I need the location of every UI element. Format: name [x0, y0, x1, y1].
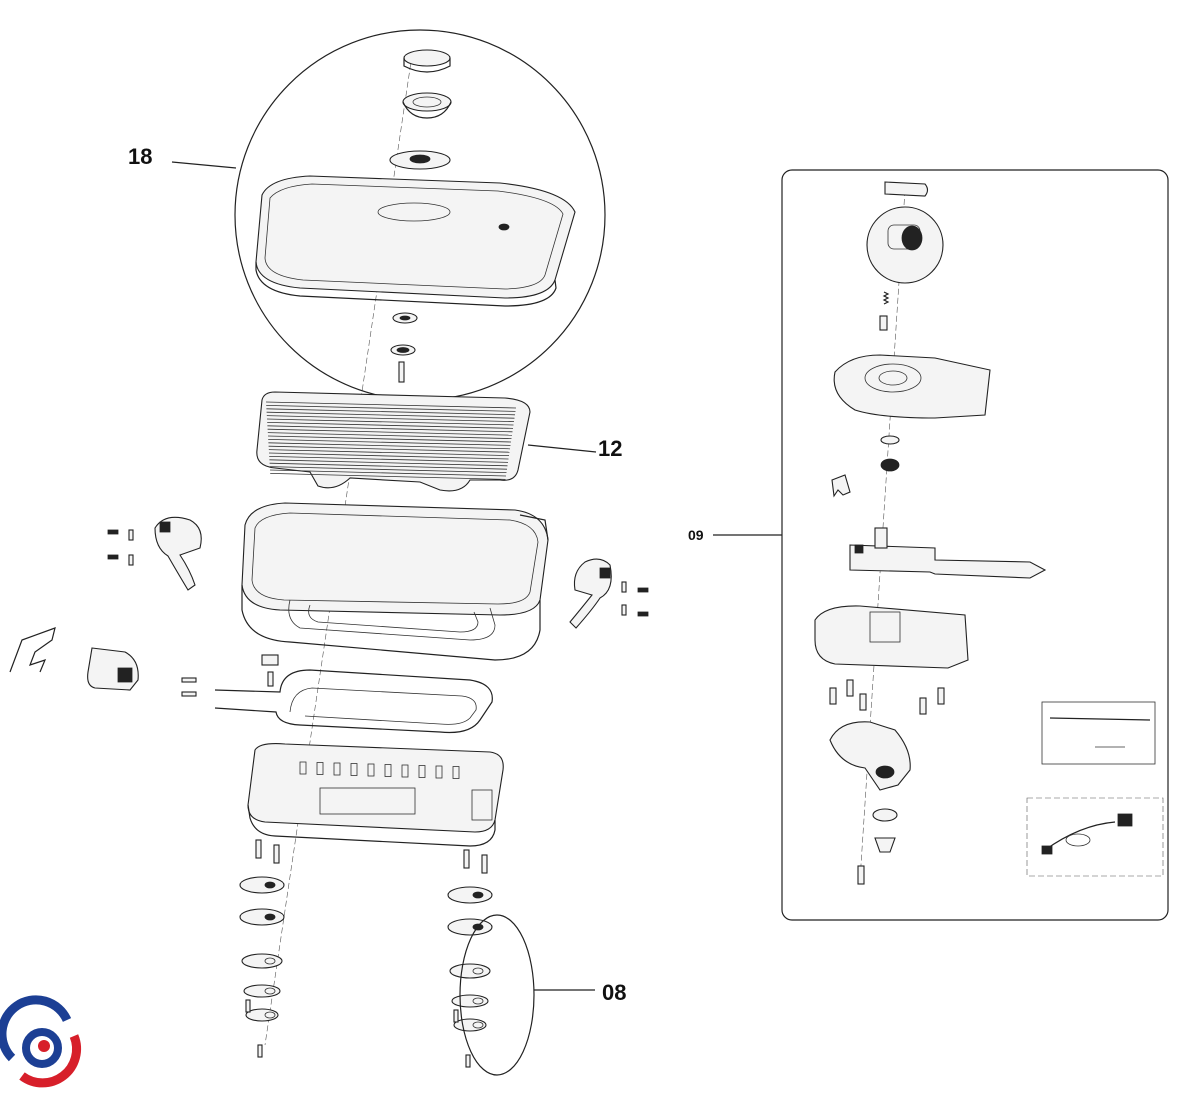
foot-part: [239, 908, 285, 926]
foot-screw: [273, 844, 280, 864]
grill-ridge: [267, 422, 514, 429]
grill-ridge: [268, 445, 510, 453]
left-handle: [107, 516, 202, 591]
foot-part: [449, 963, 491, 979]
grill-ridge: [265, 401, 517, 409]
grill-ridge: [267, 425, 513, 433]
left-handle-screws: [107, 529, 134, 566]
base-vents: [299, 761, 460, 779]
foot-part: [245, 1008, 279, 1022]
grill-ridges: [265, 401, 517, 480]
screw: [919, 697, 927, 715]
pan-body: [241, 502, 549, 661]
grill-plate: [256, 391, 597, 492]
glass-lid: [255, 175, 576, 299]
grill-ridge: [269, 462, 508, 470]
grill-ridge: [269, 456, 509, 463]
vent-slot: [435, 765, 443, 779]
grill-ridge: [268, 439, 511, 446]
foot-screw: [245, 999, 251, 1013]
grill-ridge: [266, 408, 516, 416]
thermostat-probe: [849, 544, 1047, 579]
right-handle-screws: [621, 581, 649, 617]
grill-ridge: [268, 452, 509, 460]
foot-screw: [257, 1044, 263, 1058]
grill-ridge: [266, 415, 515, 422]
right-feet-stack: [447, 849, 493, 1068]
vent-slot: [299, 761, 307, 775]
control-unit-box: [781, 169, 1169, 921]
base-window: [319, 787, 416, 815]
left-feet-stack: [239, 839, 285, 1058]
heating-element: [214, 654, 493, 734]
lid-leader-line: [171, 161, 237, 169]
feet-detail-ellipse: [459, 914, 535, 1076]
lid-screw: [398, 361, 405, 383]
foot-screw: [255, 839, 262, 859]
probe-accessory-box: [1041, 701, 1156, 765]
grill-ridge: [268, 442, 511, 450]
grill-ridge: [267, 432, 512, 439]
grill-ridge: [270, 473, 506, 480]
screw: [937, 687, 945, 705]
screw: [846, 679, 854, 697]
callout-control-unit: 09: [688, 527, 704, 543]
foot-part: [239, 876, 285, 894]
base-housing: [247, 743, 504, 847]
vent-slot: [316, 762, 324, 775]
lid-detail: [171, 29, 606, 401]
callout-feet: 08: [602, 980, 627, 1005]
grill-ridge: [266, 405, 516, 412]
lid-knob-cap: [403, 49, 451, 67]
vent-slot: [333, 762, 341, 776]
foot-screw: [463, 849, 470, 869]
grill-plate-leader: [527, 444, 597, 453]
foot-screw: [453, 1009, 459, 1023]
foot-part: [241, 953, 283, 969]
vent-slot: [384, 764, 392, 777]
foot-screw: [465, 1054, 471, 1068]
vent-slot: [350, 763, 358, 776]
screw: [829, 687, 837, 705]
grill-ridge: [266, 411, 515, 419]
foot-part: [453, 1018, 487, 1032]
grill-ridge: [268, 449, 510, 456]
foot-part: [447, 886, 493, 904]
control-base-cover: [829, 721, 911, 791]
control-housing-bottom: [814, 605, 969, 669]
right-handle: [569, 558, 649, 629]
probe-connector: [9, 627, 197, 697]
vent-slot: [367, 763, 375, 777]
thermostat-bracket: [261, 654, 279, 666]
vent-slot: [401, 764, 409, 778]
callout-grill-plate: 12: [598, 436, 623, 461]
power-cord-box: [1026, 797, 1164, 877]
control-housing-top: [833, 354, 991, 419]
foot-screw: [481, 854, 488, 874]
control-unit-panel: [713, 169, 1169, 921]
grill-ridge: [269, 459, 508, 467]
grill-ridge: [266, 418, 514, 426]
control-knob-cap: [884, 181, 929, 197]
control-unit-screws: [829, 679, 945, 715]
vent-slot: [418, 765, 426, 778]
screw: [859, 693, 867, 711]
grill-ridge: [269, 469, 507, 477]
vent-slot: [452, 766, 460, 779]
grill-ridge: [269, 466, 507, 473]
brand-logo: [0, 995, 82, 1088]
foot-part: [447, 918, 493, 936]
grill-ridge: [267, 435, 512, 443]
grill-ridge: [267, 428, 513, 436]
callout-lid: 18: [128, 144, 153, 169]
lid-knob: [402, 92, 452, 112]
